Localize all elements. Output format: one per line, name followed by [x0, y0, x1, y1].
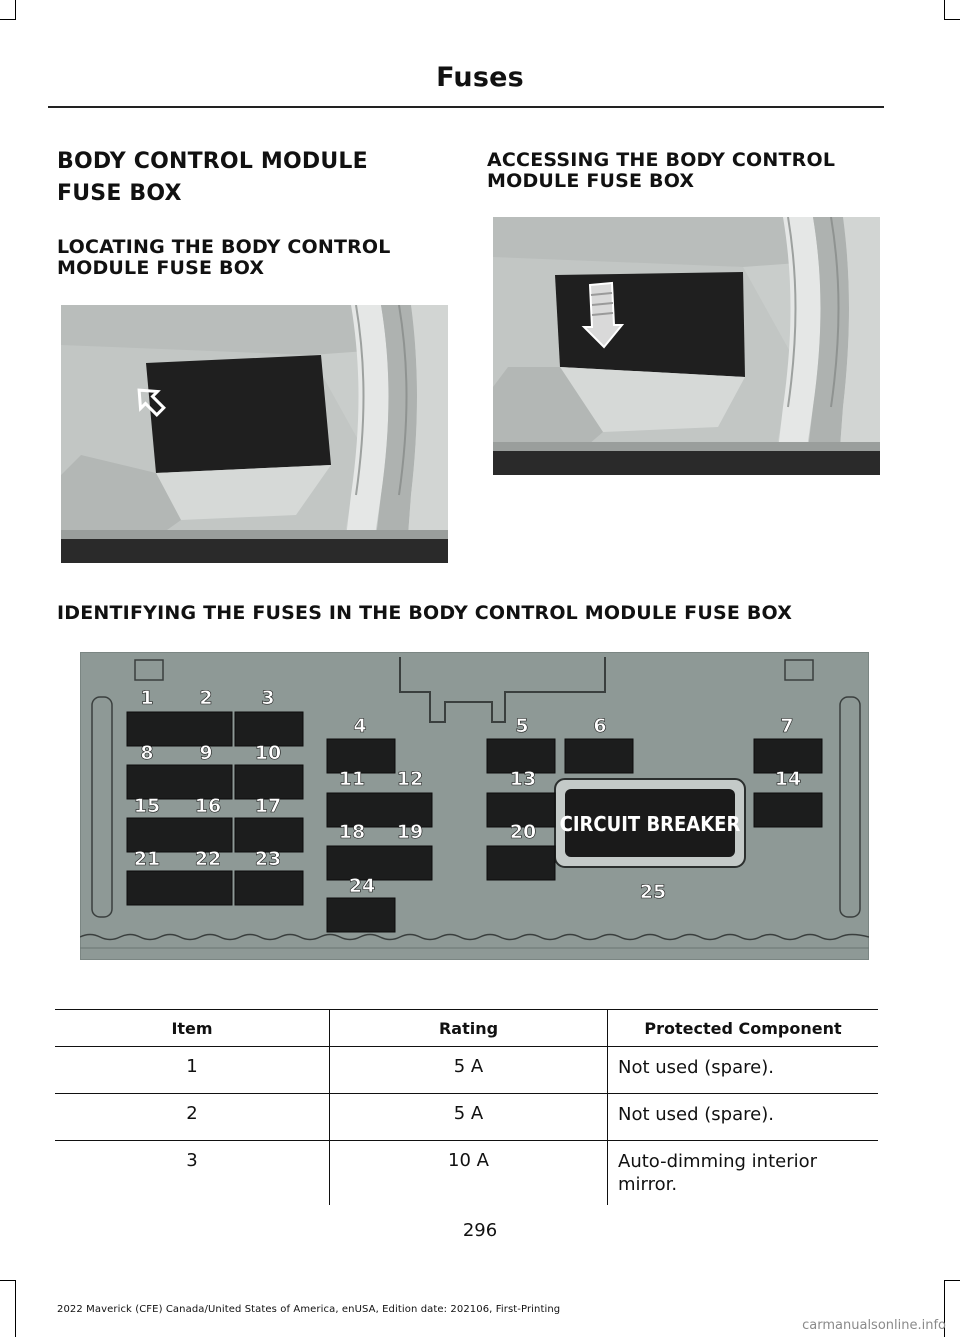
- fuse-slot: [486, 738, 556, 774]
- fuse-number-label: 19: [397, 821, 423, 843]
- fuse-number-label: 3: [261, 687, 274, 709]
- accessing-heading-line-2: MODULE FUSE BOX: [487, 170, 695, 192]
- fuse-slot: [753, 738, 823, 774]
- fuse-number-label: 16: [195, 795, 221, 817]
- crop-mark-bottom-left-v: [15, 1280, 16, 1337]
- fuse-slot: [326, 792, 433, 828]
- header-rating: Rating: [329, 1009, 608, 1047]
- page-header-title: Fuses: [436, 62, 524, 93]
- fuse-number-label: 20: [510, 821, 536, 843]
- fuse-slot: [234, 764, 304, 800]
- fuse-table: Item Rating Protected Component 1 5 A No…: [55, 1009, 878, 1205]
- fuse-number-label: 22: [195, 848, 221, 870]
- fuse-slot: [753, 792, 823, 828]
- fuse-number-label: 7: [780, 715, 793, 737]
- crop-mark-bottom-right-v: [944, 1280, 945, 1337]
- circuit-breaker: CIRCUIT BREAKER: [554, 778, 746, 868]
- table-row: 2 5 A Not used (spare).: [55, 1093, 878, 1141]
- fuse-number-label: 9: [199, 742, 212, 764]
- fuse-slot: [126, 764, 233, 800]
- fuse-slot: [234, 817, 304, 853]
- crop-mark-top-left-h: [0, 19, 16, 20]
- identifying-heading: IDENTIFYING THE FUSES IN THE BODY CONTRO…: [57, 602, 793, 624]
- table-header-row: Item Rating Protected Component: [55, 1009, 878, 1047]
- fuse-slot: [126, 870, 233, 906]
- cell-rating: 5 A: [329, 1093, 608, 1141]
- fuse-number-label: 4: [353, 715, 366, 737]
- fuse-slot: [486, 845, 556, 881]
- cell-component: Not used (spare).: [607, 1046, 878, 1094]
- cell-item: 3: [186, 1150, 198, 1171]
- fuse-number-label: 24: [349, 875, 375, 897]
- fuse-slot: [326, 845, 433, 881]
- fuse-number-label: 18: [339, 821, 365, 843]
- circuit-breaker-label: CIRCUIT BREAKER: [560, 812, 741, 836]
- fuse-number-label: 15: [134, 795, 160, 817]
- fuse-number-label: 11: [339, 768, 365, 790]
- arrow-icon: [137, 388, 166, 417]
- cell-rating: 10 A: [329, 1140, 608, 1205]
- fuse-slot: [326, 897, 396, 933]
- locating-fuse-box-illustration: [61, 305, 448, 563]
- fuse-number-label: 10: [255, 742, 281, 764]
- fuse-slot: [326, 738, 396, 774]
- fuse-number-label: 13: [510, 768, 536, 790]
- fuse-slot: [126, 711, 233, 747]
- table-row: 3 10 A Auto-dimming interior mirror.: [55, 1140, 878, 1205]
- fuse-slot: [486, 792, 556, 828]
- crop-mark-top-left-v: [15, 0, 16, 20]
- watermark-link[interactable]: carmanualsonline.info: [802, 1318, 946, 1333]
- fuse-number-label: 12: [397, 768, 423, 790]
- header-rule: [48, 106, 884, 108]
- accessing-heading-line-1: ACCESSING THE BODY CONTROL: [487, 149, 836, 171]
- locating-heading: LOCATING THE BODY CONTROL MODULE FUSE BO…: [57, 237, 391, 279]
- fuse-number-label: 2: [199, 687, 212, 709]
- fuse-slot: [564, 738, 634, 774]
- fuse-number-label: 8: [140, 742, 153, 764]
- table-row: 1 5 A Not used (spare).: [55, 1046, 878, 1094]
- fuse-number-label: 5: [515, 715, 528, 737]
- crop-mark-top-right-h: [944, 19, 960, 20]
- fuse-number-label: 6: [593, 715, 606, 737]
- crop-mark-bottom-right-h: [944, 1280, 960, 1281]
- down-arrow-icon: [581, 281, 625, 349]
- fuse-slot: [126, 817, 233, 853]
- footer-edition: 2022 Maverick (CFE) Canada/United States…: [57, 1304, 561, 1315]
- header-item: Item: [55, 1009, 330, 1047]
- page-number: 296: [462, 1220, 498, 1241]
- fuse-number-label: 1: [140, 687, 153, 709]
- crop-mark-top-right-v: [944, 0, 945, 20]
- header-protected-component: Protected Component: [607, 1009, 878, 1047]
- accessing-heading: ACCESSING THE BODY CONTROL MODULE FUSE B…: [487, 150, 835, 192]
- cell-item: 1: [55, 1046, 330, 1094]
- fuse-number-label: 25: [640, 881, 666, 903]
- cell-item: 2: [55, 1093, 330, 1141]
- fuse-number-label: 21: [134, 848, 160, 870]
- cell-component: Not used (spare).: [607, 1093, 878, 1141]
- section-title-line-1: BODY CONTROL MODULE: [57, 149, 368, 174]
- cell-rating: 5 A: [329, 1046, 608, 1094]
- fuse-slot: [234, 870, 304, 906]
- fuse-slot: [234, 711, 304, 747]
- cell-component: Auto-dimming interior mirror.: [607, 1140, 878, 1205]
- accessing-fuse-box-illustration: [493, 217, 880, 475]
- fuse-number-label: 23: [255, 848, 281, 870]
- section-title-line-2: FUSE BOX: [57, 181, 182, 206]
- fuse-number-label: 17: [255, 795, 281, 817]
- section-title-bcm: BODY CONTROL MODULE FUSE BOX: [57, 148, 368, 208]
- locating-heading-line-2: MODULE FUSE BOX: [57, 257, 265, 279]
- fuse-number-label: 14: [775, 768, 801, 790]
- locating-heading-line-1: LOCATING THE BODY CONTROL: [57, 236, 391, 258]
- crop-mark-bottom-left-h: [0, 1280, 16, 1281]
